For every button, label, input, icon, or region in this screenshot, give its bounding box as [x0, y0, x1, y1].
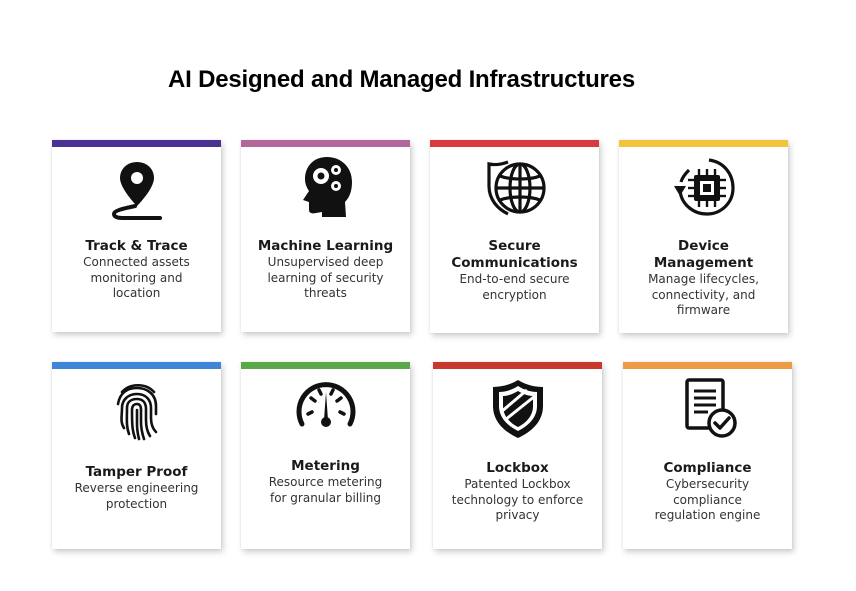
card-tamper-proof: Tamper Proof Reverse engineering protect…: [52, 362, 221, 549]
chip-cycle-icon: [669, 156, 739, 220]
card-desc-line: Patented Lockbox: [464, 477, 571, 491]
card-description: Connected assets monitoring and location: [56, 255, 217, 302]
card-description: Unsupervised deep learning of security t…: [245, 255, 406, 302]
card-title-line: Track & Trace: [85, 238, 188, 254]
card-accent-bar: [241, 140, 410, 147]
location-pin-icon: [102, 158, 172, 222]
card-accent-bar: [52, 362, 221, 369]
card-desc-line: End-to-end secure: [459, 272, 570, 286]
card-title: Track & Trace: [56, 238, 217, 255]
card-title-line: Secure: [488, 238, 541, 254]
fingerprint-icon: [102, 378, 172, 442]
card-desc-line: for granular billing: [269, 490, 382, 505]
card-title-line: Compliance: [663, 460, 752, 476]
card-description: Manage lifecycles, connectivity, and fir…: [623, 272, 784, 319]
document-check-icon: [673, 376, 743, 440]
card-compliance: Compliance Cybersecurity compliance regu…: [623, 362, 792, 549]
card-title: Compliance: [627, 460, 788, 477]
card-description: Cybersecurity compliance regulation engi…: [627, 477, 788, 524]
card-title-line: Tamper Proof: [85, 464, 188, 480]
card-desc-line: technology to enforce: [451, 492, 584, 507]
card-title: Device Management: [623, 238, 784, 272]
gauge-icon: [291, 374, 361, 438]
card-machine-learning: Machine Learning Unsupervised deep learn…: [241, 140, 410, 332]
card-description: End-to-end secure encryption: [434, 272, 595, 303]
globe-shield-icon: [480, 156, 550, 220]
card-accent-bar: [241, 362, 410, 369]
card-title-line: Metering: [291, 458, 360, 474]
card-title: Tamper Proof: [56, 464, 217, 481]
card-title-line: Management: [653, 255, 754, 271]
card-title: Secure Communications: [434, 238, 595, 272]
card-desc-line: threats: [304, 286, 347, 300]
card-desc-line: regulation engine: [654, 508, 761, 522]
card-desc-line: compliance: [673, 492, 742, 507]
card-accent-bar: [623, 362, 792, 369]
card-accent-bar: [52, 140, 221, 147]
card-accent-bar: [430, 140, 599, 147]
card-description: Patented Lockbox technology to enforce p…: [437, 477, 598, 524]
card-title: Machine Learning: [245, 238, 406, 255]
card-title: Metering: [245, 458, 406, 475]
card-device-management: Device Management Manage lifecycles, con…: [619, 140, 788, 333]
card-title: Lockbox: [437, 460, 598, 477]
card-desc-line: connectivity, and: [651, 287, 756, 302]
card-accent-bar: [433, 362, 602, 369]
card-metering: Metering Resource metering for granular …: [241, 362, 410, 549]
card-desc-line: monitoring and: [90, 270, 183, 285]
card-desc-line: Unsupervised deep: [267, 255, 384, 269]
card-desc-line: Manage lifecycles,: [648, 272, 759, 286]
card-accent-bar: [619, 140, 788, 147]
page-title: AI Designed and Managed Infrastructures: [168, 66, 635, 93]
card-secure-communications: Secure Communications End-to-end secure …: [430, 140, 599, 333]
shield-icon: [483, 376, 553, 440]
card-desc-line: firmware: [676, 303, 731, 317]
card-lockbox: Lockbox Patented Lockbox technology to e…: [433, 362, 602, 549]
card-desc-line: learning of security: [267, 270, 384, 285]
card-desc-line: protection: [105, 496, 168, 511]
card-desc-line: encryption: [482, 287, 547, 302]
card-desc-line: Resource metering: [268, 475, 383, 489]
card-title-line: Machine Learning: [257, 238, 394, 254]
card-desc-line: Reverse engineering: [74, 481, 199, 495]
card-title-line: Lockbox: [486, 460, 549, 476]
card-track-trace: Track & Trace Connected assets monitorin…: [52, 140, 221, 332]
card-desc-line: privacy: [495, 508, 540, 522]
card-title-line: Communications: [451, 255, 578, 271]
brain-gears-icon: [291, 154, 361, 218]
card-description: Reverse engineering protection: [56, 481, 217, 512]
card-desc-line: Cybersecurity: [665, 477, 750, 491]
card-desc-line: location: [112, 286, 161, 300]
card-desc-line: Connected assets: [83, 255, 190, 269]
card-description: Resource metering for granular billing: [245, 475, 406, 506]
card-title-line: Device: [678, 238, 729, 254]
